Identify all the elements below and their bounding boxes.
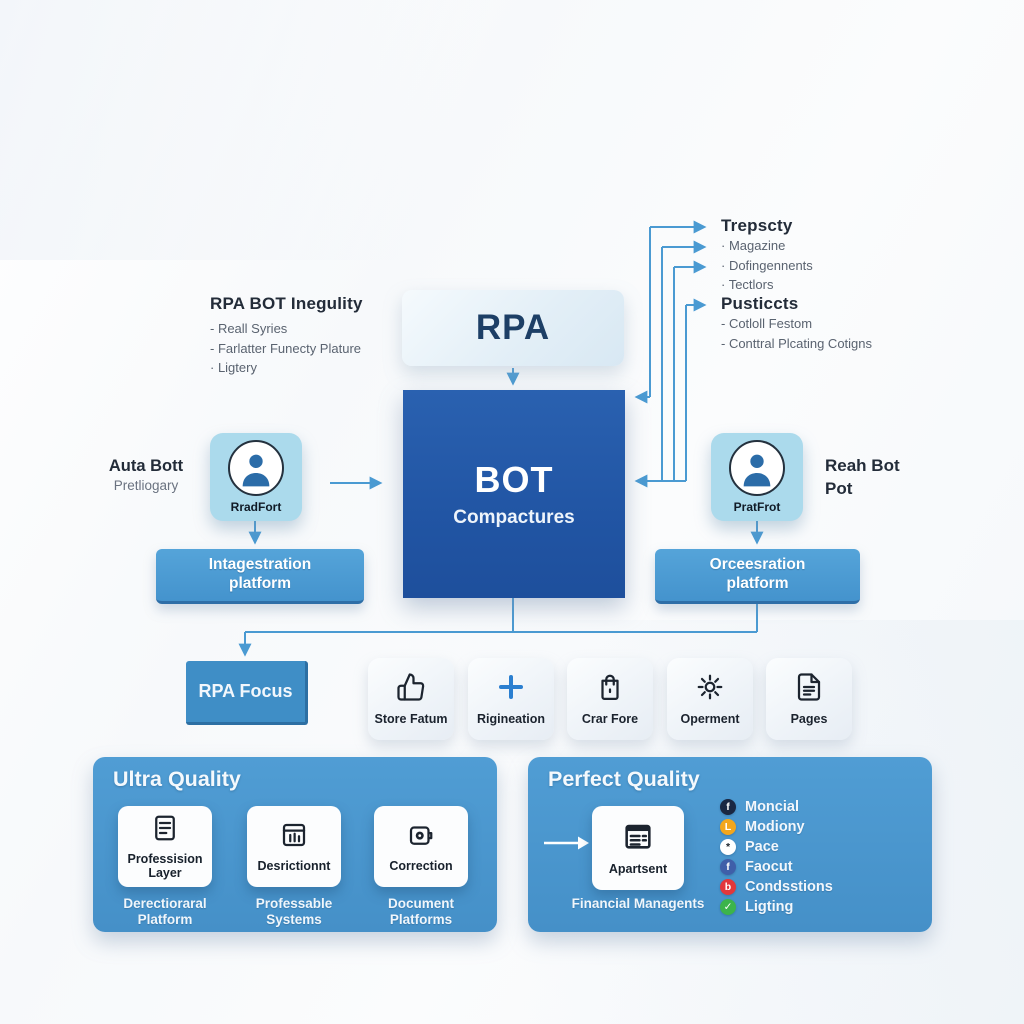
chip-store-fatum: Store Fatum — [368, 658, 454, 740]
social-icon-modiony: L — [720, 818, 736, 835]
perfect-quality-panel: Perfect Quality Apartsent Financial Mana… — [528, 757, 932, 932]
rpa-box-label: RPA — [475, 308, 551, 347]
social-row: f Faocut — [720, 858, 833, 875]
chip-rigineation: Rigineation — [468, 658, 554, 740]
right-agent-caption-line2: Pot — [825, 478, 853, 498]
left-note: RPA BOT Inegulity - Reall Syries - Farla… — [210, 294, 480, 378]
plus-icon — [496, 672, 526, 707]
social-icon-moncial: f — [720, 798, 736, 815]
social-icon-condsstions: b — [720, 878, 736, 895]
bot-box: BOT Compactures — [403, 390, 625, 598]
card-label: Correction — [389, 858, 453, 873]
person-icon — [729, 440, 785, 496]
chip-operment: Operment — [667, 658, 753, 740]
card-label: Professision Layer — [127, 851, 203, 880]
right-agent-caption: Reah Bot Pot — [825, 455, 935, 501]
social-label: Ligting — [745, 898, 794, 915]
left-agent-caption-title: Auta Bott — [108, 457, 184, 475]
browser-chart-icon — [279, 820, 309, 855]
social-list: f Moncial L Modiony * Pace f Faocut b Co… — [720, 798, 833, 915]
shopping-bag-icon — [595, 672, 625, 707]
trepscty-item: · Magazine — [721, 238, 786, 253]
left-note-title: RPA BOT Inegulity — [210, 294, 363, 313]
social-label: Pace — [745, 838, 779, 855]
social-label: Moncial — [745, 798, 799, 815]
left-note-item: · Ligtery — [210, 360, 257, 375]
chip-label: Crar Fore — [581, 711, 639, 726]
thumbs-up-icon — [396, 672, 426, 707]
trepscty-item: · Tectlors — [721, 277, 774, 292]
integration-platform-bar: Intagestration platform — [156, 549, 364, 604]
left-note-item: - Farlatter Funecty Plature — [210, 340, 361, 356]
card-caption: Document Platforms — [387, 896, 454, 927]
ultra-quality-panel: Ultra Quality Professision Layer Desrict… — [93, 757, 497, 932]
chip-label: Pages — [790, 711, 828, 726]
right-agent-box: PratFrot — [711, 433, 803, 521]
card-desrictionnt: Desrictionnt — [247, 806, 341, 887]
left-agent-caption-subtitle: Pretliogary — [113, 478, 179, 493]
card-label: Desrictionnt — [257, 858, 331, 873]
right-arrow-icon — [542, 833, 590, 858]
social-row: f Moncial — [720, 798, 833, 815]
chip-pages: Pages — [766, 658, 852, 740]
card-caption: Financial Managents — [571, 896, 705, 911]
card-caption: Professable Systems — [255, 896, 333, 927]
left-agent-box: RradFort — [210, 433, 302, 521]
chip-label: Rigineation — [476, 711, 546, 726]
pusticcts-title: Pusticcts — [721, 294, 799, 313]
social-row: * Pace — [720, 838, 833, 855]
ultra-quality-title: Ultra Quality — [113, 767, 241, 791]
social-row: b Condsstions — [720, 878, 833, 895]
left-agent-label: RradFort — [230, 500, 282, 514]
gear-icon — [695, 672, 725, 707]
card-apartsent: Apartsent — [592, 806, 684, 890]
right-agent-caption-line1: Reah Bot — [825, 456, 900, 475]
pusticcts-note: Pusticcts - Cotloll Festom - Conttral Pl… — [721, 294, 941, 353]
document-icon — [794, 672, 824, 707]
rpa-focus-box: RPA Focus — [186, 661, 308, 725]
chip-crar-fore: Crar Fore — [567, 658, 653, 740]
left-agent-caption: Auta Bott Pretliogary — [96, 457, 196, 493]
trepscty-note: Trepscty · Magazine · Dofingennents · Te… — [721, 216, 961, 295]
social-icon-ligting: ✓ — [720, 898, 736, 915]
social-row: L Modiony — [720, 818, 833, 835]
social-icon-pace: * — [720, 838, 736, 855]
integration-platform-line2: platform — [229, 575, 291, 592]
card-caption: Derectioraral Platform — [123, 896, 207, 927]
rpa-focus-label: RPA Focus — [198, 681, 293, 701]
chip-label: Store Fatum — [374, 711, 448, 726]
camera-icon — [406, 820, 436, 855]
person-icon — [228, 440, 284, 496]
social-label: Faocut — [745, 858, 793, 875]
newspaper-icon — [621, 819, 655, 858]
pusticcts-item: - Cotloll Festom — [721, 316, 813, 331]
chip-label: Operment — [680, 711, 740, 726]
pusticcts-item: - Conttral Plcating Cotigns — [721, 335, 873, 351]
perfect-quality-title: Perfect Quality — [548, 767, 700, 791]
bot-box-subtitle: Compactures — [453, 507, 575, 528]
bot-box-title: BOT — [474, 459, 554, 500]
orchestration-platform-line1: Orceesration — [709, 556, 806, 574]
right-agent-label: PratFrot — [733, 500, 781, 514]
document-lines-icon — [150, 813, 180, 848]
integration-platform-line1: Intagestration — [208, 556, 312, 574]
rpa-box: RPA — [402, 290, 624, 366]
card-label: Apartsent — [608, 862, 668, 877]
social-label: Modiony — [745, 818, 805, 835]
trepscty-title: Trepscty — [721, 216, 793, 235]
social-row: ✓ Ligting — [720, 898, 833, 915]
social-label: Condsstions — [745, 878, 833, 895]
social-icon-faocut: f — [720, 858, 736, 875]
card-correction: Correction — [374, 806, 468, 887]
left-note-item: - Reall Syries — [210, 321, 288, 336]
orchestration-platform-line2: platform — [726, 575, 789, 592]
card-professision-layer: Professision Layer — [118, 806, 212, 887]
trepscty-item: · Dofingennents — [721, 257, 813, 273]
orchestration-platform-bar: Orceesration platform — [655, 549, 860, 604]
background-wedge-top — [0, 0, 1024, 260]
